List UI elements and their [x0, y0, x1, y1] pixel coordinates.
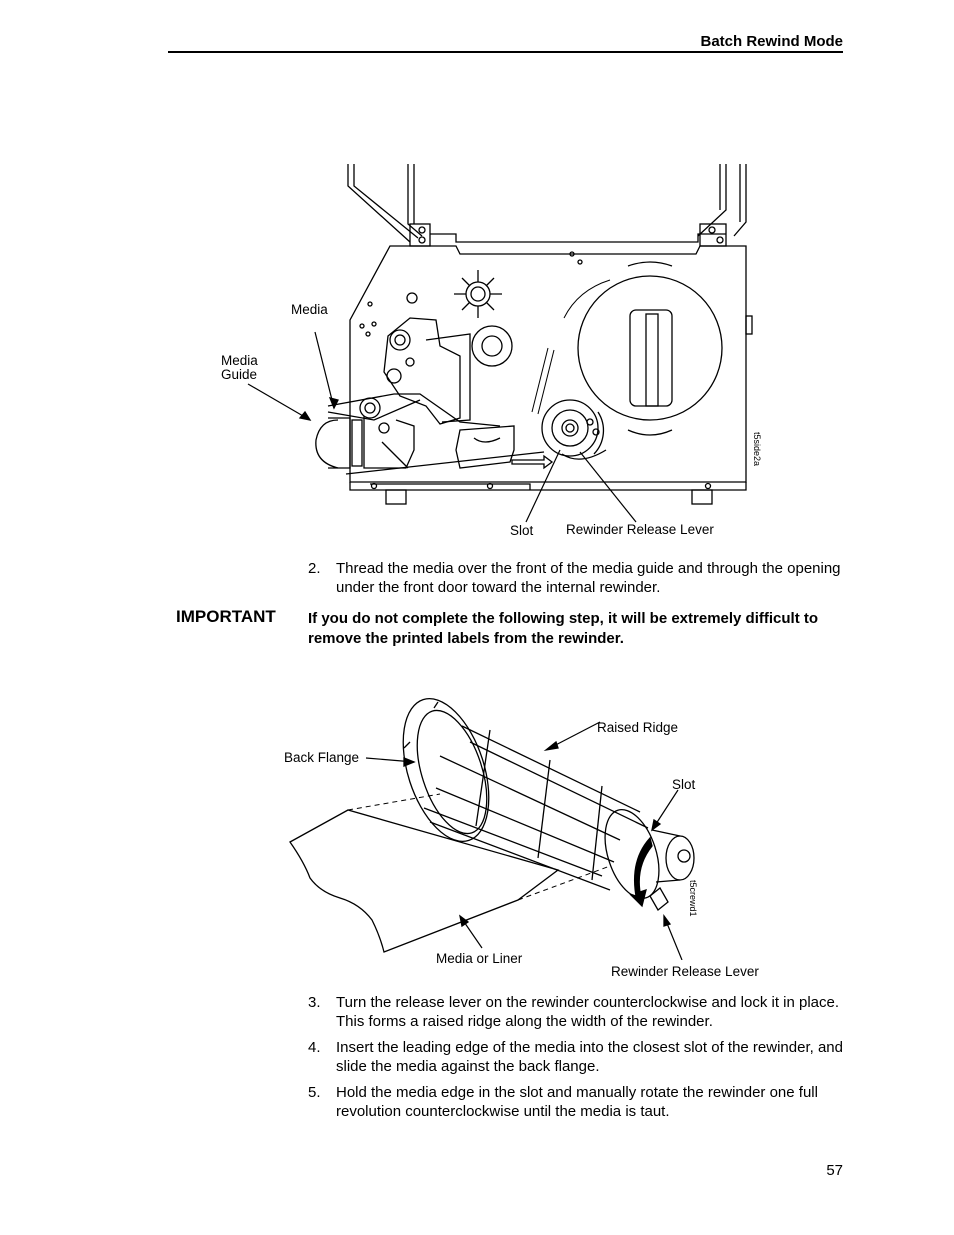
header-rule — [168, 51, 843, 53]
media-or-liner-label: Media or Liner — [436, 951, 523, 966]
figure2-code: t5crewd1 — [688, 880, 698, 917]
step-number: 5. — [308, 1084, 321, 1101]
rewinder-release-lever-label: Rewinder Release Lever — [566, 522, 714, 537]
rewinder-release-lever-label-2: Rewinder Release Lever — [611, 964, 759, 979]
back-flange-label: Back Flange — [284, 750, 360, 765]
step-number: 2. — [308, 560, 321, 577]
slot-label: Slot — [510, 523, 534, 538]
step-text: Thread the media over the front of the m… — [336, 560, 841, 596]
media-guide-label-line2: Guide — [221, 367, 258, 382]
figure1-code: t5side2a — [752, 432, 762, 467]
step-text: Insert the leading edge of the media int… — [336, 1039, 843, 1075]
step-text: Turn the release lever on the rewinder c… — [336, 994, 840, 1030]
rewinder-detail-figure — [289, 697, 695, 960]
printer-side-view-figure — [247, 164, 753, 523]
raised-ridge-label: Raised Ridge — [597, 720, 679, 735]
header-title: Batch Rewind Mode — [700, 33, 843, 50]
important-label: IMPORTANT — [176, 607, 276, 626]
step-number: 4. — [308, 1039, 321, 1056]
media-label: Media — [291, 302, 328, 317]
slot-label-2: Slot — [672, 777, 696, 792]
media-guide-label-line1: Media — [221, 353, 258, 368]
step-number: 3. — [308, 994, 321, 1011]
step-text: Hold the media edge in the slot and manu… — [336, 1084, 818, 1120]
page-number: 57 — [826, 1162, 843, 1179]
important-text: If you do not complete the following ste… — [308, 610, 819, 647]
